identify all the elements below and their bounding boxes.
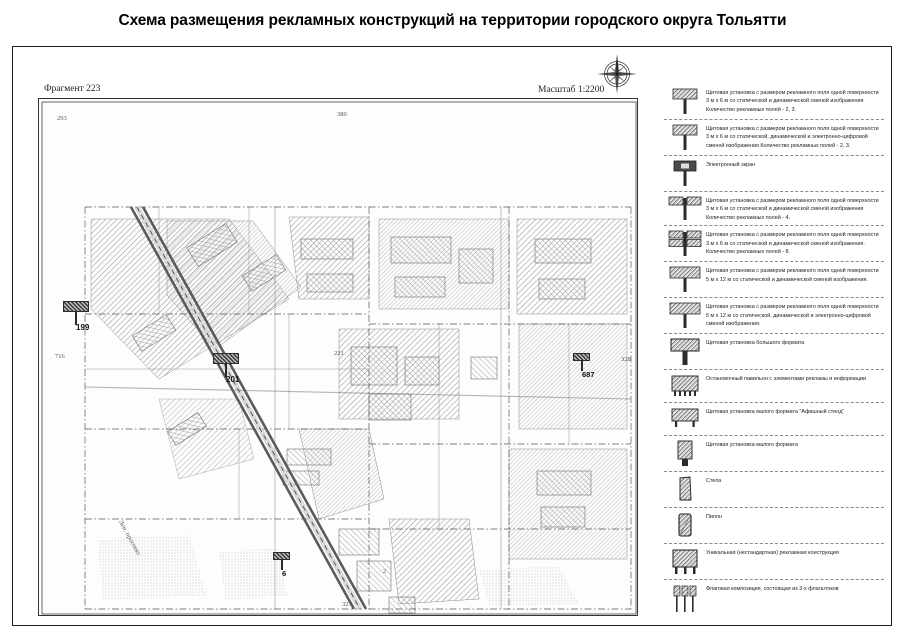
billboard-post-icon [225, 364, 227, 377]
compass-rose-icon [597, 52, 637, 94]
map-edge-label: 716 [55, 353, 65, 360]
map-marker-199[interactable]: 199 [63, 301, 89, 332]
billboard-panel-icon [573, 353, 590, 361]
legend-item-stela[interactable]: Стела [664, 472, 884, 509]
pylon-icon [664, 511, 706, 540]
fragment-label: Фрагмент 223 [44, 84, 101, 94]
legend-item-text: Щитовая установка с размером рекламного … [706, 304, 879, 327]
legend-item-billboard-1-panel[interactable]: Щитовая установка с размером рекламного … [664, 84, 884, 120]
legend-item-text: Пилон [706, 514, 723, 521]
legend-item-billboard-4-fields[interactable]: Щитовая установка с размером рекламного … [664, 192, 884, 227]
billboard-5x12-icon [664, 265, 706, 294]
map-marker-687[interactable]: 687 [573, 353, 595, 379]
legend-item-billboard-1-panel-digital[interactable]: Щитовая установка с размером рекламного … [664, 120, 884, 156]
page-title: Схема размещения рекламных конструкций н… [118, 12, 787, 29]
legend-item-text: Электронный экран [706, 162, 756, 168]
small-format-poster-stand-icon [664, 406, 706, 429]
legend-item-flag-composition[interactable]: Флаговая композиция, состоящая из 3-х фл… [664, 580, 884, 617]
map-panel[interactable]: 293 716 380 221 328 2 327 Лен. проспект … [38, 98, 638, 616]
legend-item-text: Уникальная (нестандартная) рекламная кон… [706, 550, 839, 557]
map-marker-6[interactable]: 6 [273, 552, 290, 578]
legend-item-electronic-screen[interactable]: Электронный экран [664, 156, 884, 192]
small-format-billboard-icon [664, 439, 706, 468]
map-edge-label: 328 [621, 356, 631, 363]
map-edge-label: 2 [383, 568, 387, 575]
billboard-panel-icon [213, 353, 239, 364]
stela-icon [664, 475, 706, 504]
legend-item-text: Щитовая установка малого формата [706, 442, 798, 449]
legend-item-small-format-billboard[interactable]: Щитовая установка малого формата [664, 436, 884, 473]
billboard-post-icon [75, 312, 77, 325]
legend-item-text: Щитовая установка малого формата "Афишны… [706, 409, 845, 416]
legend-item-text: Остановочный павильон с элементами рекла… [706, 376, 866, 383]
legend-item-text: Щитовая установка с размером рекламного … [706, 126, 879, 149]
map-marker-label: 199 [76, 323, 90, 332]
bus-stop-pavilion-icon [664, 373, 706, 398]
map-marker-label: 201 [226, 375, 240, 384]
map-marker-label: 6 [282, 569, 287, 578]
billboard-1-panel-icon [664, 87, 706, 116]
billboard-4-fields-icon [664, 195, 706, 222]
billboard-5x12-digital-icon [664, 301, 706, 330]
legend-item-billboard-5x12[interactable]: Щитовая установка с размером рекламного … [664, 262, 884, 299]
legend-item-text: Щитовая установка большого формата [706, 340, 805, 347]
map-marker-201[interactable]: 201 [213, 353, 239, 384]
billboard-post-icon [580, 361, 583, 371]
large-format-billboard-icon [664, 337, 706, 366]
legend-item-large-format-billboard[interactable]: Щитовая установка большого формата [664, 334, 884, 371]
legend: Щитовая установка с размером рекламного … [664, 84, 884, 617]
legend-item-bus-stop-pavilion[interactable]: Остановочный павильон с элементами рекла… [664, 370, 884, 404]
legend-item-billboard-8-fields[interactable]: Щитовая установка с размером рекламного … [664, 226, 884, 263]
unique-construction-icon [664, 547, 706, 576]
legend-item-text: Щитовая установка с размером рекламного … [706, 198, 879, 221]
legend-item-poster-stand[interactable]: Щитовая установка малого формата "Афишны… [664, 403, 884, 437]
legend-item-unique-construction[interactable]: Уникальная (нестандартная) рекламная кон… [664, 544, 884, 581]
scale-label: Масштаб 1:2200 [538, 85, 605, 95]
electronic-screen-icon [664, 159, 706, 188]
map-marker-label: 687 [582, 370, 595, 379]
map-edge-label: 221 [334, 350, 344, 357]
flag-composition-icon [664, 583, 706, 614]
map-edge-label: 380 [337, 111, 347, 118]
billboard-panel-icon [63, 301, 89, 312]
legend-item-text: Щитовая установка с размером рекламного … [706, 232, 879, 255]
billboard-8-fields-icon [664, 229, 706, 258]
legend-item-text: Щитовая установка с размером рекламного … [706, 268, 879, 283]
legend-item-text: Стела [706, 478, 722, 485]
map-edge-label: 293 [57, 115, 67, 122]
legend-item-text: Флаговая композиция, состоящая из 3-х фл… [706, 586, 839, 593]
legend-item-pylon[interactable]: Пилон [664, 508, 884, 545]
billboard-panel-icon [273, 552, 290, 560]
legend-item-billboard-5x12-digital[interactable]: Щитовая установка с размером рекламного … [664, 298, 884, 335]
legend-item-text: Щитовая установка с размером рекламного … [706, 90, 879, 113]
cadastral-map [41, 101, 637, 615]
billboard-1-panel-digital-icon [664, 123, 706, 152]
map-edge-label: 327 [342, 601, 352, 608]
billboard-post-icon [280, 560, 283, 570]
